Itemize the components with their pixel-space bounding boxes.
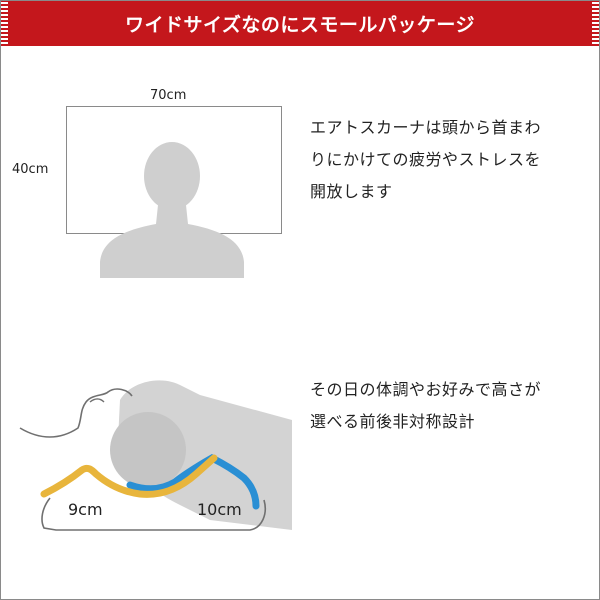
width-dimension-label: 70cm xyxy=(150,88,187,103)
left-height-label: 9cm xyxy=(68,500,103,519)
height-dimension-label: 40cm xyxy=(12,162,49,177)
adjustable-height-description: その日の体調やお好みで高さが 選べる前後非対称設計 xyxy=(310,380,542,431)
pillow-outline xyxy=(41,497,266,531)
right-height-label: 10cm xyxy=(197,500,242,519)
banner-title: ワイドサイズなのにスモールパッケージ xyxy=(124,13,476,36)
face-outline xyxy=(19,388,133,438)
relief-description: エアトスカーナは頭から首まわ りにかけての疲労やストレスを 開放します xyxy=(310,118,542,201)
header-banner: ワイドサイズなのにスモールパッケージ xyxy=(0,0,600,46)
left-height-curve xyxy=(40,454,218,498)
head-circle xyxy=(110,412,186,488)
